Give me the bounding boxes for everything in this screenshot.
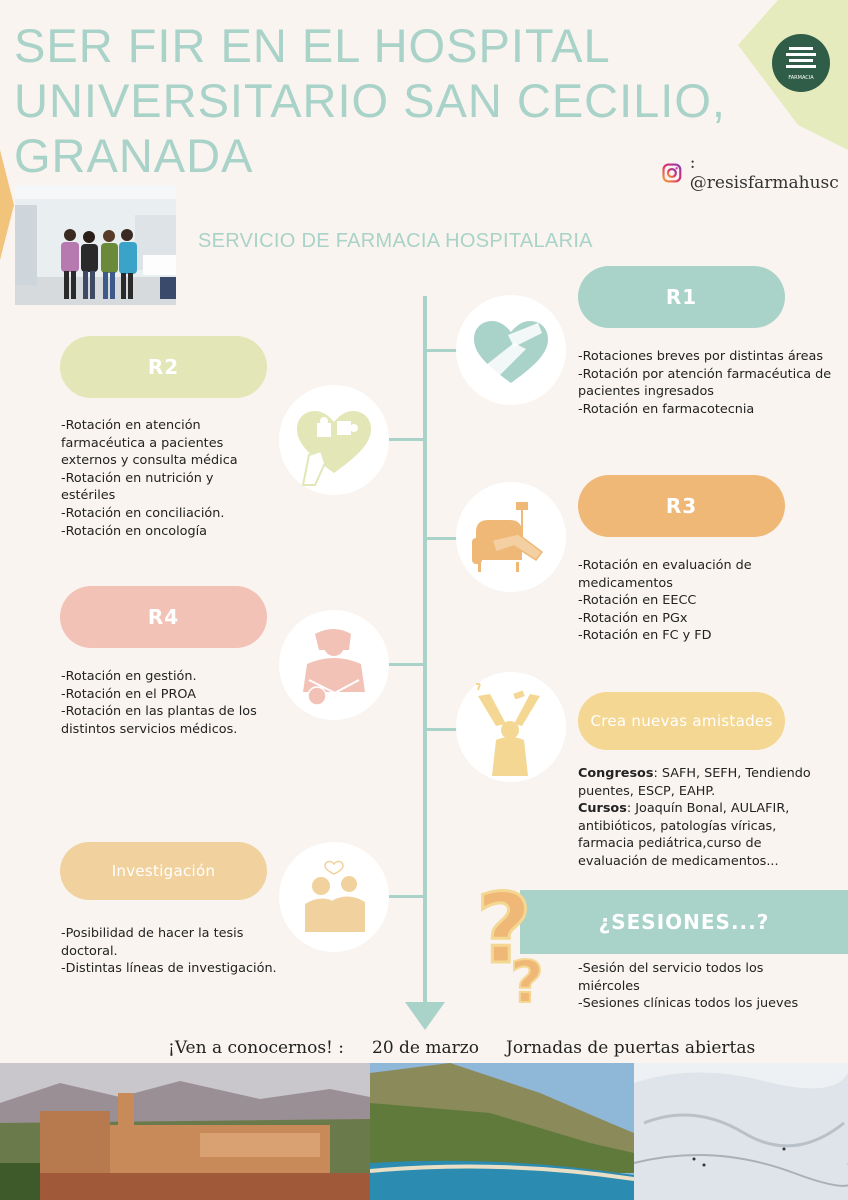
decorative-left-shape — [0, 150, 14, 260]
r4-description: -Rotación en gestión. -Rotación en el PR… — [61, 668, 271, 738]
instagram-handle-text: : @resisfarmahusc — [689, 153, 839, 193]
instagram-handle[interactable]: : @resisfarmahusc — [662, 153, 848, 193]
investigacion-illustration — [279, 842, 389, 952]
footer-invite: ¡Ven a conocernos! : — [168, 1038, 345, 1058]
couple-heart-icon — [305, 860, 365, 932]
footer-date: 20 de marzo — [372, 1038, 479, 1058]
logo-text: FARMACIA — [788, 75, 814, 81]
r4-line: -Rotación en gestión. — [61, 669, 197, 684]
r2-illustration — [279, 385, 389, 495]
puzzle-heart-icon — [297, 411, 371, 486]
timeline-branch-amistades — [427, 728, 459, 731]
r3-line: -Rotación en PGx — [578, 610, 688, 626]
r4-line: -Rotación en las plantas de los distinto… — [61, 704, 257, 737]
amistades-pill: Crea nuevas amistades — [578, 692, 785, 750]
r3-illustration — [456, 482, 566, 592]
title-line-2: UNIVERSITARIO SAN CECILIO, — [14, 74, 726, 127]
r4-line: -Rotación en el PROA — [61, 686, 196, 702]
r2-pill: R2 — [60, 336, 267, 398]
page-title: SER FIR EN EL HOSPITAL UNIVERSITARIO SAN… — [14, 18, 734, 183]
question-marks-icon: ? ? — [475, 872, 545, 1013]
pharmacy-logo: FARMACIA — [772, 34, 830, 92]
r1-line: -Rotación en farmacotecnia — [578, 401, 755, 417]
timeline-arrowhead — [405, 1002, 445, 1030]
timeline-branch-r1 — [427, 349, 459, 352]
r1-line: -Rotaciones breves por distintas áreas — [578, 349, 824, 364]
investigacion-line: -Distintas líneas de investigación. — [61, 961, 277, 977]
congresos-text: : SAFH, SEFH, Tendiendo puentes, ESCP, E… — [578, 766, 811, 799]
timeline-branch-r2 — [388, 438, 423, 441]
timeline-branch-r3 — [427, 537, 459, 540]
footer-event: Jornadas de puertas abiertas — [506, 1038, 756, 1058]
cursos-text: : Joaquín Bonal, AULAFIR, antibióticos, … — [578, 801, 790, 869]
investigacion-line: -Posibilidad de hacer la tesis doctoral. — [61, 926, 244, 959]
r2-line: -Rotación en atención farmacéutica a pac… — [61, 418, 238, 469]
r3-line: -Rotación en FC y FD — [578, 628, 712, 644]
pharmacy-logo-icon: FARMACIA — [786, 47, 816, 81]
r2-line: -Rotación en nutrición y estériles — [61, 470, 214, 504]
svg-text:?: ? — [510, 948, 544, 1012]
sesiones-description: -Sesión del servicio todos los miércoles… — [578, 960, 808, 1013]
sesiones-line: -Sesiones clínicas todos los jueves — [578, 996, 799, 1012]
timeline-branch-r4 — [388, 663, 423, 666]
snow-mountain-photo — [634, 1063, 848, 1200]
r3-line: -Rotación en EECC — [578, 593, 697, 609]
cursos-line: Cursos: Joaquín Bonal, AULAFIR, antibiót… — [578, 800, 828, 870]
r1-illustration — [456, 295, 566, 405]
sesiones-banner: ¿SESIONES...? — [520, 890, 848, 954]
staff-photo — [15, 185, 176, 305]
r3-line: -Rotación en evaluación de medicamentos — [578, 558, 752, 591]
footer-invitation: ¡Ven a conocernos! : 20 de marzo Jornada… — [0, 1036, 848, 1062]
amistades-illustration — [456, 672, 566, 782]
service-title: SERVICIO DE FARMACIA HOSPITALARIA — [198, 230, 593, 252]
r1-description: -Rotaciones breves por distintas áreas -… — [578, 348, 838, 418]
congresos-label: Congresos — [578, 766, 654, 781]
r4-illustration — [279, 610, 389, 720]
sesiones-line: -Sesión del servicio todos los miércoles — [578, 961, 764, 994]
r2-description: -Rotación en atención farmacéutica a pac… — [61, 417, 261, 540]
r1-line: -Rotación por atención farmacéutica de p… — [578, 366, 832, 400]
r3-pill: R3 — [578, 475, 785, 537]
coast-photo — [370, 1063, 634, 1200]
investigacion-description: -Posibilidad de hacer la tesis doctoral.… — [61, 925, 281, 978]
title-line-1: SER FIR EN EL HOSPITAL — [14, 19, 611, 72]
amistades-description: Congresos: SAFH, SEFH, Tendiendo puentes… — [578, 765, 828, 871]
r4-pill: R4 — [60, 586, 267, 648]
timeline-spine — [423, 296, 427, 1006]
reading-armchair-icon — [472, 502, 544, 572]
alhambra-photo — [0, 1063, 370, 1200]
investigacion-pill: Investigación — [60, 842, 267, 900]
knitting-person-icon — [303, 629, 365, 706]
r3-description: -Rotación en evaluación de medicamentos … — [578, 557, 818, 645]
r2-line: -Rotación en oncología — [61, 523, 207, 539]
timeline-branch-investigacion — [388, 895, 423, 898]
r1-pill: R1 — [578, 266, 785, 328]
congresos-line: Congresos: SAFH, SEFH, Tendiendo puentes… — [578, 765, 828, 800]
cursos-label: Cursos — [578, 801, 627, 817]
dancing-person-icon — [476, 683, 540, 776]
svg-text:?: ? — [476, 873, 532, 985]
title-line-3: GRANADA — [14, 129, 254, 182]
r2-line: -Rotación en conciliación. — [61, 505, 225, 521]
helping-hands-heart-icon — [474, 321, 548, 383]
instagram-icon — [662, 163, 682, 183]
